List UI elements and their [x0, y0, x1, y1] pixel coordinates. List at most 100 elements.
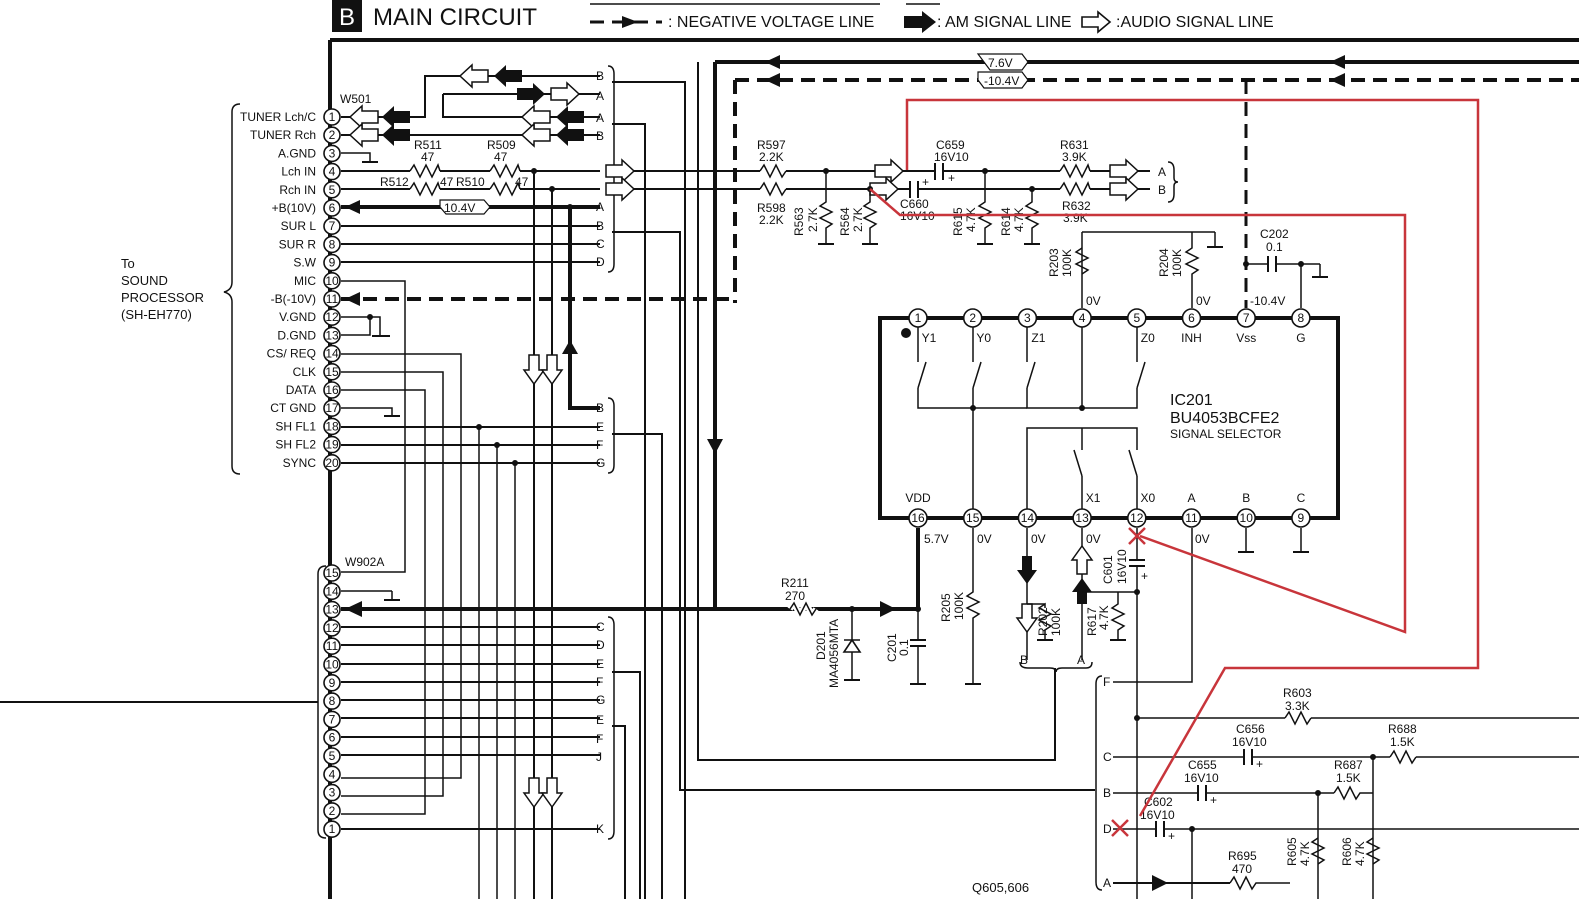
w501-pin: [323, 126, 341, 144]
r614-ref: R614: [999, 207, 1013, 236]
bus-letter: G: [596, 693, 605, 707]
bus-letter: B: [1103, 786, 1111, 800]
v-pin6: 0V: [1196, 294, 1211, 308]
w902a-pin-number: 5: [329, 749, 336, 763]
w902a-pin: [323, 655, 341, 674]
r605-ref: R605: [1285, 837, 1299, 866]
w501-pin: [323, 162, 341, 181]
w501-pin-number: 18: [325, 419, 339, 433]
w902a-pin-number: 6: [329, 731, 336, 745]
w902a-pin: [323, 692, 341, 710]
bus-brace: [607, 397, 615, 474]
r603-ref: R603: [1283, 686, 1312, 700]
w902a-pin-number: 7: [329, 712, 336, 726]
w902a-pin: [323, 637, 341, 656]
v-pin11: 0V: [1195, 532, 1210, 546]
r631-val: 3.9K: [1062, 150, 1087, 164]
q605-ref: Q605,606: [972, 880, 1029, 895]
w902a-pin-number: 8: [329, 694, 336, 708]
c601-ref: C601: [1101, 555, 1115, 584]
ic201-top-pin: [908, 308, 928, 328]
ic201-pin-name: VDD: [905, 491, 931, 505]
r511-val: 47: [421, 150, 435, 164]
red-x-pin12-b: [1128, 527, 1146, 545]
ic201-pin-name: C: [1297, 491, 1306, 505]
bus-letter: A: [596, 200, 604, 214]
ic201-bottom-pin: [1181, 508, 1202, 528]
w501-pin-number: 16: [325, 383, 339, 397]
bus-letter: C: [596, 237, 605, 251]
w501-pin-number: 6: [329, 201, 336, 215]
w902a-pin-number: 15: [325, 566, 339, 580]
w902a-pin: [323, 564, 341, 582]
ic201-pin-number: 8: [1298, 311, 1305, 325]
bus-letter: F: [596, 438, 603, 452]
c655-plus: +: [1210, 793, 1217, 807]
w501-pin-name: TUNER Lch/C: [240, 110, 316, 124]
r512-ref: R512: [380, 175, 409, 189]
w501-pin: [323, 181, 341, 199]
r205-ref: R205: [939, 593, 953, 622]
v-pin15: 0V: [977, 532, 992, 546]
ic201-desc: SIGNAL SELECTOR: [1170, 427, 1282, 441]
ic201-body: [878, 316, 1340, 520]
w501-pin-name: MIC: [294, 274, 316, 288]
w501-pin-name: CS/ REQ: [267, 347, 316, 361]
r605-val: 4.7K: [1298, 841, 1312, 866]
d201-ref: D201: [814, 631, 828, 660]
bus-letter: F: [596, 732, 603, 746]
r563-val: 2.7K: [806, 207, 820, 232]
bus-letter: A: [1103, 876, 1111, 890]
w902a-pin: [323, 820, 341, 839]
w902a-pin: [323, 619, 341, 637]
voltage-neg10v4: -10.4V: [984, 74, 1019, 88]
c655-ref: C655: [1188, 758, 1217, 772]
ic201-pin-name: A: [1187, 491, 1195, 505]
ic201-bottom-pin: [962, 508, 983, 528]
w902a-pin-number: 2: [329, 804, 336, 818]
r688-val: 1.5K: [1390, 735, 1415, 749]
bus-letter: J: [596, 750, 602, 764]
r631-ref: R631: [1060, 138, 1089, 152]
bus-letter: A: [596, 89, 604, 103]
w501-pin-number: 15: [325, 365, 339, 379]
r617-ref: R617: [1085, 607, 1099, 636]
ic201-pin-number: 5: [1133, 311, 1140, 325]
r509-val: 47: [494, 150, 508, 164]
input-resistors: R511 47 R509 47 R512 47 R510 47: [380, 138, 529, 197]
dest-line3: PROCESSOR: [121, 290, 204, 305]
w501-pin: [323, 144, 341, 163]
ic201-pin-number: 2: [969, 311, 976, 325]
r598-val: 2.2K: [759, 213, 784, 227]
r510-ref: R510: [456, 175, 485, 189]
w501-pin-name: A.GND: [278, 146, 316, 160]
bus-letter: B: [596, 219, 604, 233]
r205-val: 100K: [952, 592, 966, 620]
r688-ref: R688: [1388, 722, 1417, 736]
ic201-top-pin: [1181, 308, 1202, 328]
r615-ref: R615: [951, 207, 965, 236]
w501-pin: [323, 453, 341, 472]
ic201-pin-name: Z0: [1141, 331, 1155, 345]
v-pin7: -10.4V: [1250, 294, 1285, 308]
ic201-pin-name: Vss: [1236, 331, 1256, 345]
r511-ref: R511: [414, 138, 442, 152]
w501-pin-name: V.GND: [279, 310, 316, 324]
bus-letter: E: [596, 713, 604, 727]
dest-line1: To: [121, 256, 135, 271]
ic201-bottom-pin: [908, 508, 928, 528]
w902a-pin-number: 14: [325, 584, 339, 598]
ic201-pin-name: Y0: [976, 331, 991, 345]
c660-plus: +: [922, 175, 929, 189]
w501-pin-number: 1: [329, 110, 336, 124]
c602-plus: +: [1168, 829, 1175, 843]
ic201-pin-number: 12: [1130, 511, 1144, 525]
w501-pin-name: D.GND: [277, 328, 316, 342]
bus-letter: E: [596, 420, 604, 434]
w902a-pin: [323, 802, 341, 820]
legend-am-arrow: [904, 11, 936, 33]
v-pin14: 0V: [1031, 532, 1046, 546]
ic201-pin-number: 13: [1075, 511, 1089, 525]
w902a-pin: [323, 747, 341, 765]
